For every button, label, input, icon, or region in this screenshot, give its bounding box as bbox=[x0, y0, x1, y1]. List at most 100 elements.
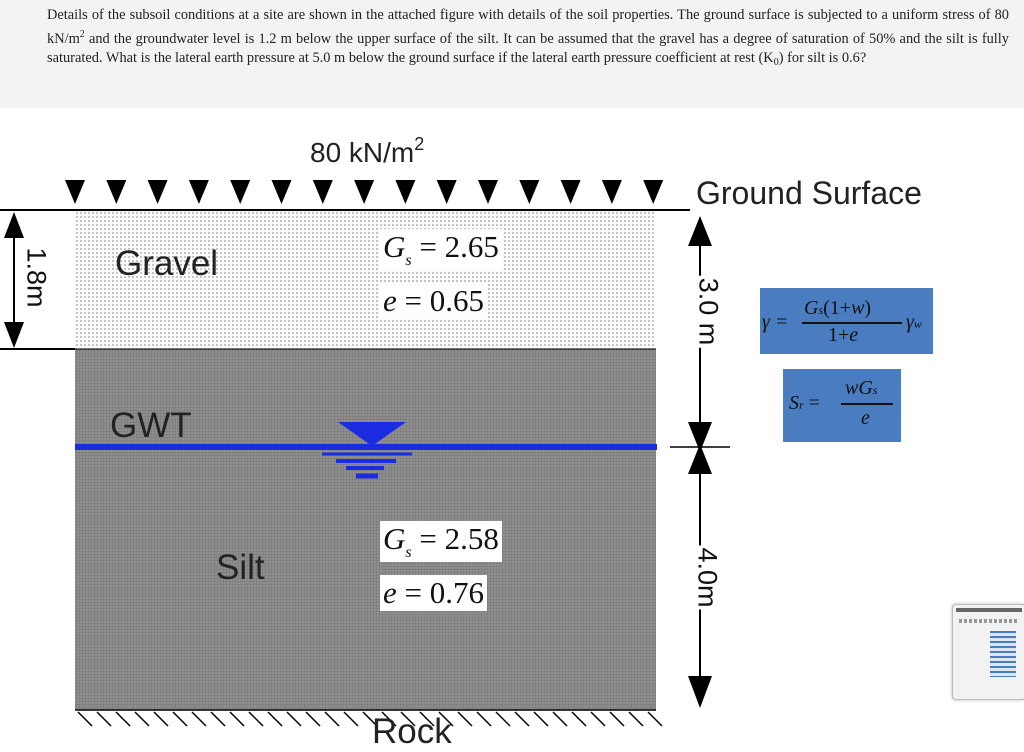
load-label: 80 kN/m2 bbox=[310, 134, 424, 169]
thumbnail-table bbox=[990, 631, 1016, 677]
load-arrow bbox=[354, 180, 375, 204]
thumbnail-text-lines bbox=[959, 619, 1017, 623]
formula-sr-denominator: e bbox=[861, 407, 870, 429]
rock-hatch-line bbox=[495, 711, 511, 727]
question-text-part: and the groundwater level is 1.2 m below… bbox=[47, 31, 1009, 66]
rock-hatch-line bbox=[419, 711, 435, 727]
rock-hatch-line bbox=[457, 711, 473, 727]
rock-hatch-line bbox=[343, 711, 359, 727]
formula-close: ) bbox=[864, 297, 872, 319]
rock-hatch-line bbox=[571, 711, 587, 727]
rock-hatch-line bbox=[552, 711, 568, 727]
rock-hatch-line bbox=[153, 711, 169, 727]
rock-hatch-line bbox=[248, 711, 264, 727]
dim-arrow-up bbox=[4, 212, 24, 238]
rock-hatch-line bbox=[514, 711, 530, 727]
load-arrow bbox=[106, 180, 127, 204]
load-arrow bbox=[271, 180, 292, 204]
formula-one-plus: 1+ bbox=[828, 324, 850, 346]
rock-hatch-line bbox=[172, 711, 188, 727]
rock-hatch-line bbox=[628, 711, 644, 727]
formula-gamma: γ bbox=[906, 311, 914, 333]
load-value: 80 kN/m bbox=[310, 137, 415, 168]
formula-sr-numerator: wGs bbox=[845, 377, 877, 400]
load-arrow bbox=[478, 180, 498, 204]
load-unit-superscript: 2 bbox=[414, 134, 425, 154]
gravel-label: Gravel bbox=[115, 244, 219, 283]
question-text: Details of the subsoil conditions at a s… bbox=[47, 6, 1009, 72]
load-arrow bbox=[436, 180, 457, 204]
rock-hatch-line bbox=[267, 711, 283, 727]
formula-w: w bbox=[851, 297, 865, 319]
formula-g: G bbox=[804, 297, 819, 319]
formula-r-sub: r bbox=[799, 398, 804, 412]
rock-hatch-line bbox=[210, 711, 226, 727]
gs-subscript: s bbox=[405, 252, 412, 269]
rock-label: Rock bbox=[372, 712, 452, 751]
rock-hatch-line bbox=[609, 711, 625, 727]
rock-hatch-line bbox=[647, 711, 663, 727]
fraction-bar bbox=[802, 322, 902, 324]
ground-surface-label: Ground Surface bbox=[696, 175, 922, 211]
rock-hatch-line bbox=[324, 711, 340, 727]
rock-hatch bbox=[77, 711, 663, 727]
unit-weight-formula: γ = Gs(1+w) 1+e γw bbox=[760, 288, 933, 354]
gs-value: = 2.65 bbox=[419, 229, 499, 264]
question-panel: Details of the subsoil conditions at a s… bbox=[0, 0, 1024, 108]
rock-hatch-line bbox=[438, 711, 454, 727]
gs-subscript: s bbox=[405, 544, 412, 561]
formula-sr-lhs: Sr = bbox=[789, 392, 820, 415]
gravel-thickness-label: 1.8m bbox=[21, 247, 52, 308]
thumbnail-toolbar bbox=[956, 608, 1022, 612]
formula-s: s bbox=[818, 303, 824, 317]
diagram-drawing bbox=[0, 180, 730, 727]
gravel-specific-gravity: Gs = 2.65 bbox=[380, 229, 502, 270]
load-arrow bbox=[601, 180, 622, 204]
load-arrow bbox=[519, 180, 540, 204]
e-symbol: e bbox=[383, 575, 397, 610]
e-value: = 0.65 bbox=[404, 283, 484, 318]
question-subscript: 0 bbox=[773, 57, 779, 68]
silt-void-ratio: e = 0.76 bbox=[380, 575, 487, 611]
formula-wg: wG bbox=[845, 377, 873, 399]
e-symbol: e bbox=[383, 283, 397, 318]
formula-gamma-w: γw bbox=[906, 311, 922, 334]
formula-open: (1+ bbox=[823, 297, 852, 319]
gravel-void-ratio: e = 0.65 bbox=[380, 283, 487, 319]
rock-hatch-line bbox=[533, 711, 549, 727]
gravel-layer bbox=[75, 211, 656, 349]
fraction-bar bbox=[841, 403, 893, 405]
rock-hatch-line bbox=[191, 711, 207, 727]
upper-silt-dimension-label: 3.0 m bbox=[692, 275, 724, 348]
page-thumbnail[interactable] bbox=[952, 604, 1024, 700]
rock-hatch-line bbox=[96, 711, 112, 727]
silt-specific-gravity: Gs = 2.58 bbox=[380, 521, 502, 562]
formula-s-sub: s bbox=[872, 383, 878, 397]
e-value: = 0.76 bbox=[404, 575, 484, 610]
load-arrow bbox=[188, 180, 209, 204]
rock-hatch-line bbox=[590, 711, 606, 727]
question-text-part: ) for silt is 0.6? bbox=[778, 50, 867, 66]
rock-hatch-line bbox=[115, 711, 131, 727]
question-superscript: 2 bbox=[79, 29, 85, 40]
rock-hatch-line bbox=[400, 711, 416, 727]
rock-hatch-line bbox=[286, 711, 302, 727]
dim-arrow-down bbox=[4, 322, 24, 348]
soil-profile-figure: 80 kN/m2 Ground Surface Gravel GWT Silt … bbox=[0, 108, 950, 751]
formula-equals: = bbox=[808, 392, 820, 414]
lower-silt-dimension-label: 4.0m bbox=[691, 545, 723, 610]
rock-hatch-line bbox=[381, 711, 397, 727]
silt-label: Silt bbox=[216, 548, 265, 587]
load-arrows bbox=[65, 180, 664, 204]
formula-gamma-lhs: γ = bbox=[762, 311, 789, 333]
load-arrow bbox=[643, 180, 664, 204]
question-text-part: Details of the subsoil conditions at a s… bbox=[47, 7, 1009, 47]
load-arrow bbox=[147, 180, 168, 204]
formula-numerator: Gs(1+w) bbox=[804, 297, 871, 320]
load-arrow bbox=[395, 180, 416, 204]
formula-e: e bbox=[849, 324, 859, 346]
load-arrow bbox=[560, 180, 581, 204]
silt-layer bbox=[75, 349, 656, 710]
rock-hatch-line bbox=[476, 711, 492, 727]
gs-symbol: G bbox=[383, 521, 406, 556]
